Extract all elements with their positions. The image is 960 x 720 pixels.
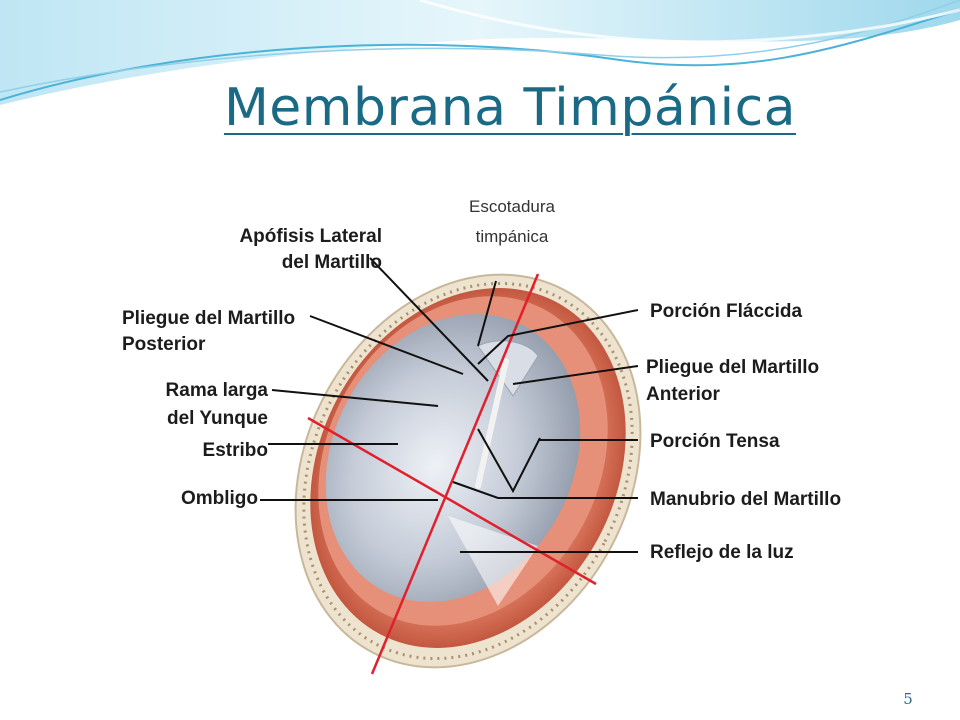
label-porcion-tensa: Porción Tensa (650, 431, 780, 452)
label-apofisis-line1: Apófisis Lateral (239, 226, 382, 247)
label-pliegue-anterior-line1: Pliegue del Martillo (646, 357, 819, 378)
label-pliegue-posterior-line2: Posterior (122, 334, 206, 355)
bone-speckle-ring (302, 281, 634, 661)
quadrant-line-vertical (370, 273, 540, 675)
slide-number: 5 (903, 690, 913, 708)
slide-title: Membrana Timpánica (223, 78, 797, 138)
label-porcion-flaccida: Porción Fláccida (650, 301, 802, 322)
quadrant-line-diagonal (307, 416, 597, 586)
label-pliegue-anterior-line2: Anterior (646, 384, 721, 405)
label-pliegue-posterior-line1: Pliegue del Martillo (122, 308, 295, 329)
label-escotadura-line2: timpánica (476, 227, 549, 246)
label-ombligo: Ombligo (181, 488, 258, 509)
malleus-handle (475, 358, 509, 489)
leader-lines (260, 257, 639, 553)
label-rama-larga-line2: del Yunque (167, 408, 268, 429)
label-manubrio: Manubrio del Martillo (650, 489, 841, 510)
pars-flaccida-area (477, 340, 539, 397)
label-escotadura-line1: Escotadura (469, 197, 556, 216)
label-reflejo-luz: Reflejo de la luz (650, 542, 794, 563)
label-apofisis-line2: del Martillo (282, 252, 382, 273)
label-estribo: Estribo (203, 440, 268, 461)
label-rama-larga-line1: Rama larga (166, 380, 269, 401)
tympanic-membrane-diagram: Escotadura timpánica Apófisis Lateral de… (122, 197, 841, 675)
header-wave-decoration (0, 0, 960, 105)
